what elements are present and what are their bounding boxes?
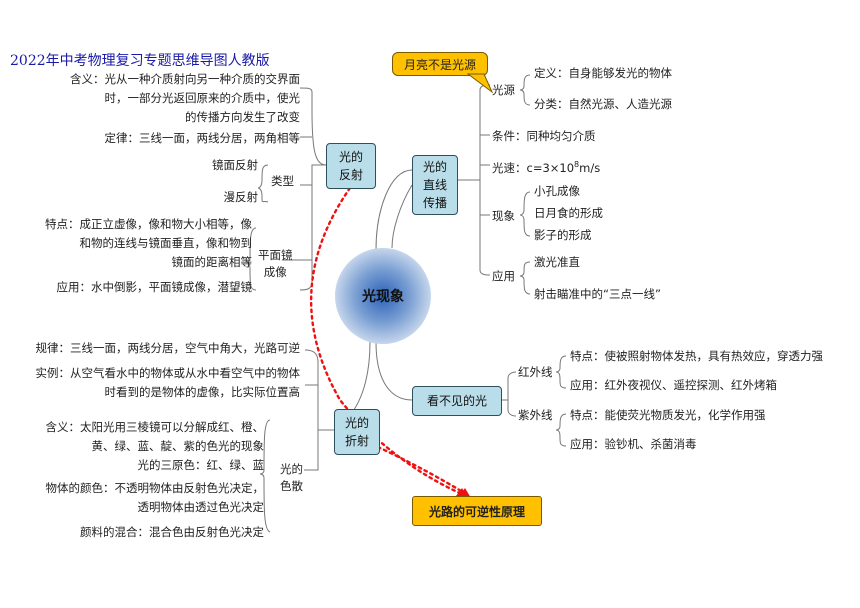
reflection-box-line2: 反射 [338, 168, 363, 182]
object-color: 物体的颜色：不透明物体由反射色光决定， 透明物体由透过色光决定 [46, 479, 265, 517]
dispersion-meaning: 含义：太阳光用三棱镜可以分解成红、橙、 黄、绿、蓝、靛、紫的色光的现象 光的三原… [46, 418, 265, 475]
application-label: 应用 [492, 269, 515, 283]
invisible-light-label: 看不见的光 [426, 394, 487, 408]
refraction-example-line2: 时看到的是物体的虚像，比实际位置高 [104, 385, 301, 399]
straight-box-line1: 光的 [422, 160, 447, 174]
reflection-box: 光的反射 [326, 143, 376, 189]
light-speed: 光速：c=3×108m/s [492, 155, 600, 178]
invisible-light-box: 看不见的光 [412, 386, 502, 416]
center-node: 光现象 [335, 248, 431, 344]
type-label: 类型 [271, 174, 294, 188]
plane-feature-line2: 和物的连线与镜面垂直，像和物到 [79, 236, 253, 250]
plane-mirror-features: 特点：成正立虚像，像和物大小相等，像 和物的连线与镜面垂直，像和物到 镜面的距离… [45, 215, 252, 272]
reflection-def-line3: 的传播方向发生了改变 [185, 110, 300, 124]
type-diffuse: 漫反射 [223, 190, 259, 204]
reflection-definition: 含义：光从一种介质射向另一种介质的交界面 时，一部分光返回原来的介质中，使光 的… [70, 70, 300, 127]
refraction-example-line1: 实例：从空气看水中的物体或从水中看空气中的物体 [35, 366, 301, 380]
center-label: 光现象 [362, 289, 404, 305]
light-speed-prefix: 光速：c=3×10 [492, 160, 575, 175]
plane-mirror-applications: 应用：水中倒影，平面镜成像，潜望镜 [56, 280, 253, 294]
ultraviolet-label: 紫外线 [518, 408, 553, 422]
ultraviolet-application: 应用：验钞机、杀菌消毒 [570, 437, 697, 451]
dispersion-meaning-line1: 含义：太阳光用三棱镜可以分解成红、橙、 [45, 420, 265, 434]
application-aiming: 射击瞄准中的“三点一线” [534, 287, 661, 301]
light-speed-unit: m/s [579, 160, 601, 175]
dispersion-meaning-line2: 黄、绿、蓝、靛、紫的色光的现象 [91, 439, 265, 453]
dispersion-label: 光的 色散 [280, 461, 303, 495]
reflection-def-line1: 含义：光从一种介质射向另一种介质的交界面 [70, 72, 300, 86]
dispersion-label-line1: 光的 [280, 462, 303, 476]
phenomena-label: 现象 [492, 209, 515, 223]
refraction-box: 光的折射 [334, 409, 380, 455]
reversibility-label: 光路的可逆性原理 [428, 504, 525, 519]
refraction-box-line1: 光的 [344, 416, 369, 430]
plane-feature-line1: 特点：成正立虚像，像和物大小相等，像 [45, 217, 252, 231]
plane-mirror-label: 平面镜 成像 [258, 247, 293, 281]
plane-feature-line3: 镜面的距离相等 [171, 255, 253, 269]
plane-mirror-label-line2: 成像 [263, 265, 287, 279]
refraction-example: 实例：从空气看水中的物体或从水中看空气中的物体 时看到的是物体的虚像，比实际位置… [36, 364, 301, 402]
dispersion-label-line2: 色散 [280, 479, 303, 493]
infrared-feature: 特点：使被照射物体发热，具有热效应，穿透力强 [570, 349, 823, 363]
infrared-label: 红外线 [518, 365, 553, 379]
plane-mirror-label-line1: 平面镜 [258, 248, 293, 262]
propagation-condition: 条件：同种均匀介质 [492, 129, 596, 143]
object-color-line2: 透明物体由透过色光决定 [137, 500, 265, 514]
light-source-definition: 定义：自身能够发光的物体 [534, 66, 672, 80]
application-laser: 激光准直 [534, 255, 580, 269]
ultraviolet-feature: 特点：能使荧光物质发光，化学作用强 [570, 408, 766, 422]
phenomenon-pinhole: 小孔成像 [534, 184, 580, 198]
phenomenon-shadow: 影子的形成 [534, 228, 592, 242]
phenomenon-eclipse: 日月食的形成 [534, 206, 603, 220]
light-source-label: 光源 [492, 83, 515, 97]
refraction-box-line2: 折射 [344, 434, 369, 448]
document-title: 2022年中考物理复习专题思维导图人教版 [10, 53, 270, 69]
refraction-rule: 规律：三线一面，两线分居，空气中角大，光路可逆 [35, 341, 301, 355]
straight-propagation-box: 光的直线传播 [412, 155, 458, 215]
pigment-mixing: 颜料的混合：混合色由反射色光决定 [80, 525, 264, 539]
straight-box-line3: 传播 [422, 196, 447, 210]
object-color-line1: 物体的颜色：不透明物体由反射色光决定， [45, 481, 265, 495]
reflection-def-line2: 时，一部分光返回原来的介质中，使光 [104, 91, 301, 105]
reversibility-box: 光路的可逆性原理 [412, 496, 542, 526]
moon-callout: 月亮不是光源 [392, 52, 488, 76]
infrared-application: 应用：红外夜视仪、遥控探测、红外烤箱 [570, 378, 777, 392]
type-specular: 镜面反射 [212, 158, 258, 172]
dispersion-meaning-line3: 光的三原色：红、绿、蓝 [137, 458, 265, 472]
reflection-law: 定律：三线一面，两线分居，两角相等 [104, 131, 301, 145]
straight-box-line2: 直线 [422, 178, 447, 192]
moon-callout-text: 月亮不是光源 [403, 57, 476, 72]
light-speed-exponent: 8 [574, 160, 580, 169]
reflection-box-line1: 光的 [338, 150, 363, 164]
light-source-classification: 分类：自然光源、人造光源 [534, 97, 672, 111]
